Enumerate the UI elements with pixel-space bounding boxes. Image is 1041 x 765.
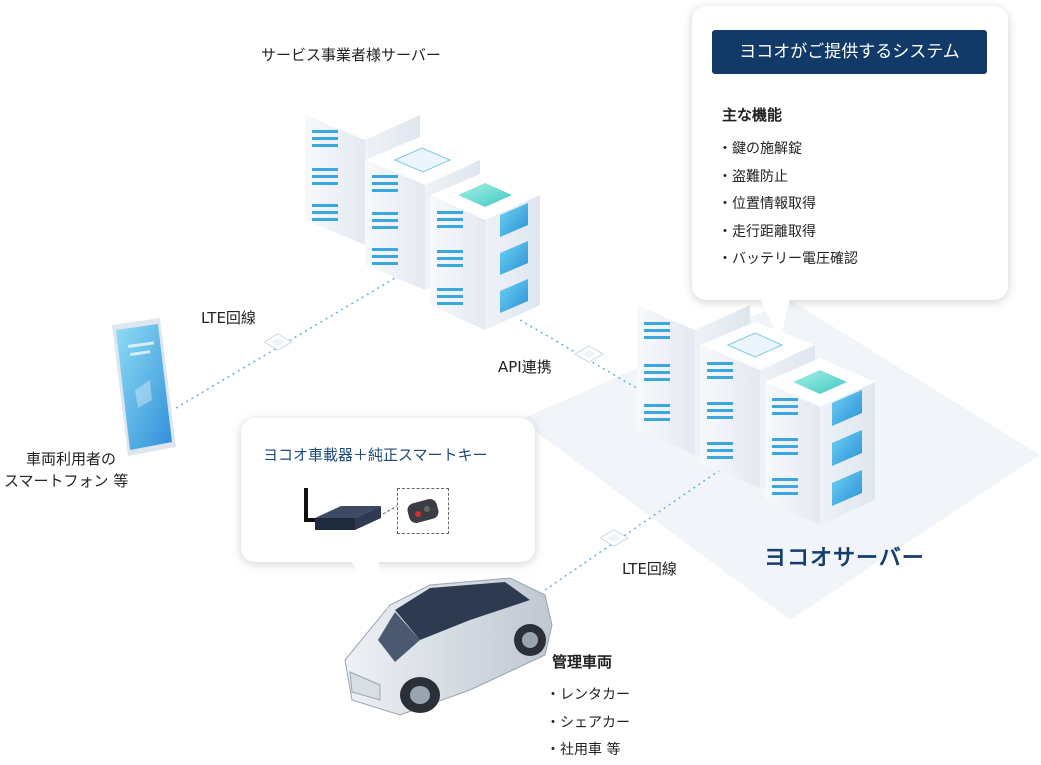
vehicle-device-icon bbox=[304, 488, 398, 530]
lte-top-label: LTE回線 bbox=[201, 309, 256, 327]
list-item: レンタカー bbox=[546, 682, 630, 710]
lte-bottom-label: LTE回線 bbox=[622, 560, 677, 578]
list-item: 盗難防止 bbox=[718, 164, 858, 192]
list-item: 位置情報取得 bbox=[718, 191, 858, 219]
yokoo-server-label: ヨコオサーバー bbox=[764, 546, 925, 571]
vehicles-heading: 管理車両 bbox=[552, 653, 613, 671]
features-heading: 主な機能 bbox=[722, 106, 783, 124]
device-panel: ヨコオ車載器＋純正スマートキー bbox=[241, 418, 535, 562]
smart-key-icon bbox=[397, 488, 449, 534]
vehicles-list: レンタカー シェアカー 社用車 等 bbox=[546, 682, 630, 765]
device-title: ヨコオ車載器＋純正スマートキー bbox=[263, 446, 488, 464]
list-item: 鍵の施解錠 bbox=[718, 136, 858, 164]
list-item: シェアカー bbox=[546, 710, 630, 738]
system-title: ヨコオがご提供するシステム bbox=[712, 30, 987, 74]
features-list: 鍵の施解錠 盗難防止 位置情報取得 走行距離取得 バッテリー電圧確認 bbox=[718, 136, 858, 274]
api-label: API連携 bbox=[498, 358, 552, 376]
relay-node-icon bbox=[598, 529, 630, 547]
relay-node-icon bbox=[573, 345, 605, 363]
relay-node-icon bbox=[262, 333, 294, 351]
list-item: 走行距離取得 bbox=[718, 219, 858, 247]
system-panel: ヨコオがご提供するシステム 主な機能 鍵の施解錠 盗難防止 位置情報取得 走行距… bbox=[692, 6, 1008, 300]
phone-label-line1: 車両利用者の bbox=[26, 450, 117, 468]
list-item: 社用車 等 bbox=[546, 737, 630, 765]
phone-label-line2: スマートフォン 等 bbox=[4, 472, 129, 490]
list-item: バッテリー電圧確認 bbox=[718, 246, 858, 274]
service-server-label: サービス事業者様サーバー bbox=[261, 46, 441, 64]
